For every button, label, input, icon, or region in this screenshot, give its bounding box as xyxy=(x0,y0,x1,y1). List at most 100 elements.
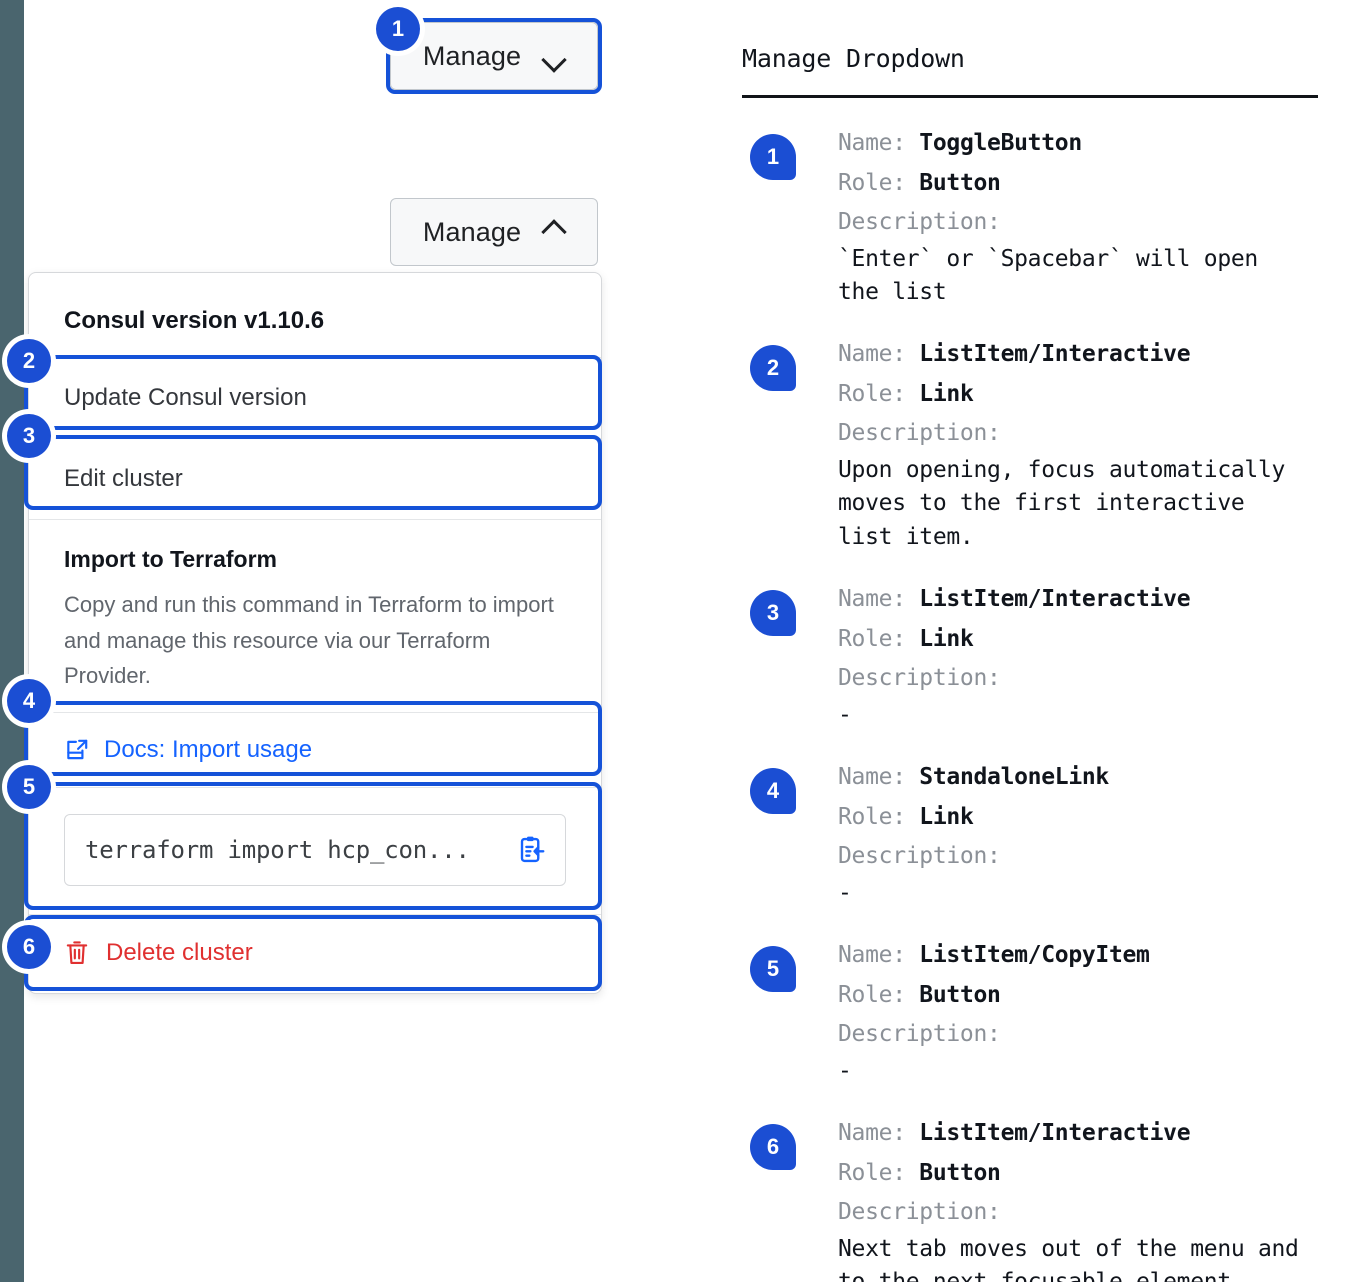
annotation-field-value: Link xyxy=(919,380,974,407)
manage-button-label-expanded: Manage xyxy=(422,216,522,247)
annotation-field-value: ToggleButton xyxy=(919,130,1082,156)
annotation-description: - xyxy=(838,701,852,728)
annotation-badge-6: 6 xyxy=(750,1123,796,1170)
annotation-field-label: Description: xyxy=(838,209,1001,236)
divider xyxy=(29,519,601,520)
terraform-description: Copy and run this command in Terraform t… xyxy=(64,592,554,689)
annotation-badge-2: 2 xyxy=(750,345,796,392)
menu-item-update-consul-version[interactable]: Update Consul version xyxy=(29,358,601,438)
import-to-terraform-block: Import to Terraform Copy and run this co… xyxy=(29,520,601,694)
chevron-down-icon xyxy=(543,50,565,63)
terraform-command-box[interactable]: terraform import hcp_con... xyxy=(64,813,566,886)
annotation-row: Name: ToggleButton xyxy=(838,124,1342,164)
annotation-field-label: Name: xyxy=(838,341,920,368)
annotation-row: Name: ListItem/CopyItem xyxy=(838,936,1342,976)
annotation-field-label: Description: xyxy=(838,1199,1001,1226)
manage-toggle-button-expanded[interactable]: Manage xyxy=(390,198,598,266)
annotation-field-label: Role: xyxy=(838,981,920,1008)
marker-badge-6: 6 xyxy=(7,925,51,969)
marker-label: 3 xyxy=(22,423,36,448)
terraform-heading: Import to Terraform xyxy=(64,546,277,572)
annotation-row: Description: xyxy=(838,659,1342,699)
menu-item-label: Update Consul version xyxy=(64,384,307,411)
annotation-row: Name: ListItem/Interactive xyxy=(838,335,1342,375)
left-app-rail xyxy=(0,0,24,1282)
annotation-field-label: Role: xyxy=(838,803,920,830)
annotation-field-value: Button xyxy=(919,981,1001,1008)
annotation-description: Next tab moves out of the menu and to th… xyxy=(838,1235,1299,1282)
manage-button-label: Manage xyxy=(422,40,522,71)
annotation-field-label: Role: xyxy=(838,625,920,652)
annotation-field-label: Name: xyxy=(838,586,920,612)
annotation-row: Description: xyxy=(838,414,1342,454)
component-demo-pane: Manage Manage Consul version v1.10.6 Upd… xyxy=(0,0,680,1282)
menu-item-label: Edit cluster xyxy=(64,465,183,492)
marker-badge-1: 1 xyxy=(376,7,420,51)
annotation-row: Name: ListItem/Interactive xyxy=(838,1114,1342,1154)
menu-item-edit-cluster[interactable]: Edit cluster xyxy=(29,439,601,519)
annotation-field-value: ListItem/Interactive xyxy=(919,341,1191,368)
annotation-row: Name: ListItem/Interactive xyxy=(838,580,1342,620)
annotation-field-label: Role: xyxy=(838,169,920,196)
marker-label: 1 xyxy=(391,16,405,41)
marker-label: 4 xyxy=(22,688,36,713)
divider xyxy=(29,913,601,915)
menu-item-delete-cluster[interactable]: Delete cluster xyxy=(29,915,601,993)
divider xyxy=(29,711,601,713)
annotation-row: Name: StandaloneLink xyxy=(838,758,1342,798)
annotation-row: Description: xyxy=(838,203,1342,243)
annotation-badge-3: 3 xyxy=(750,590,796,636)
annotation-field-label: Name: xyxy=(838,130,920,156)
annotation-field-label: Description: xyxy=(838,665,1001,692)
annotation-row: Role: Button xyxy=(838,1154,1342,1194)
annotation-field-label: Name: xyxy=(838,763,920,790)
annotation-row: Role: Button xyxy=(838,976,1342,1016)
annotation-field-value: Button xyxy=(919,169,1001,196)
dropdown-section-title: Consul version v1.10.6 xyxy=(64,307,325,334)
terraform-command-text: terraform import hcp_con... xyxy=(85,835,470,864)
annotation-field-label: Description: xyxy=(838,1021,1001,1048)
annotation-row: Role: Link xyxy=(838,620,1342,660)
annotation-description: `Enter` or `Spacebar` will open the list xyxy=(838,245,1258,305)
divider xyxy=(29,786,601,788)
annotation-field-label: Description: xyxy=(838,843,1001,870)
manage-dropdown-panel: Consul version v1.10.6 Update Consul ver… xyxy=(28,272,602,994)
annotation-field-label: Role: xyxy=(838,1159,920,1186)
clipboard-copy-icon[interactable] xyxy=(517,835,547,865)
annotation-badge-4: 4 xyxy=(750,767,796,814)
annotation-badge-5: 5 xyxy=(750,945,796,992)
annotation-description: - xyxy=(838,1057,852,1084)
marker-label: 5 xyxy=(22,774,36,799)
annotation-field-label: Name: xyxy=(838,1119,920,1146)
marker-label: 2 xyxy=(22,348,36,373)
manage-toggle-button-collapsed[interactable]: Manage xyxy=(390,22,598,90)
marker-badge-2: 2 xyxy=(7,339,51,383)
annotation-field-label: Role: xyxy=(838,380,920,407)
annotation-field-value: ListItem/Interactive xyxy=(919,586,1191,612)
annotation-field-label: Name: xyxy=(838,941,920,968)
annotation-description: Upon opening, focus automatically moves … xyxy=(838,456,1286,550)
docs-external-link-icon xyxy=(64,737,90,763)
trash-icon xyxy=(64,939,90,967)
annotation-description: - xyxy=(838,879,852,906)
annotation-field-value: Link xyxy=(919,803,974,830)
annotation-row: Role: Link xyxy=(838,798,1342,838)
marker-badge-3: 3 xyxy=(7,414,51,458)
delete-cluster-label: Delete cluster xyxy=(106,938,253,966)
annotation-badge-1: 1 xyxy=(750,134,796,180)
docs-link-label: Docs: Import usage xyxy=(104,735,313,763)
title-underline xyxy=(742,95,1318,98)
annotation-field-value: StandaloneLink xyxy=(919,763,1109,790)
chevron-up-icon xyxy=(543,226,565,239)
docs-import-usage-link[interactable]: Docs: Import usage xyxy=(29,713,601,787)
annotation-row: Description: xyxy=(838,1015,1342,1055)
marker-badge-5: 5 xyxy=(7,765,51,809)
